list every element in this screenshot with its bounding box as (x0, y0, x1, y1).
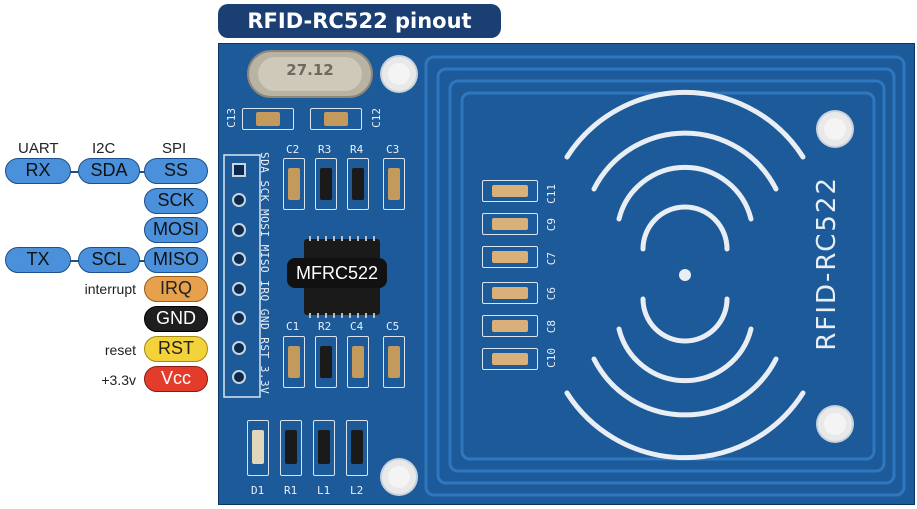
pin-scl: SCL (78, 247, 140, 273)
capacitor-icon (388, 168, 400, 200)
silk-c4: C4 (350, 320, 364, 333)
capacitor-icon (288, 168, 300, 200)
connector-line (70, 171, 80, 173)
led-icon (252, 430, 264, 464)
silk-c1: C1 (286, 320, 300, 333)
silk-sck: SCK (258, 180, 271, 202)
silk-r2: R2 (318, 320, 332, 333)
silk-3v3: 3.3V (258, 365, 271, 395)
crystal-label: 27.12 (286, 61, 334, 79)
pin-irq: IRQ (144, 276, 208, 302)
capacitor-icon (492, 353, 528, 365)
mounting-hole (818, 112, 852, 146)
silk-d1: D1 (251, 484, 265, 497)
silk-r3: R3 (318, 143, 332, 156)
vcc-voltage-label: +3.3v (101, 372, 136, 388)
component-c3 (383, 158, 405, 210)
inductor-icon (318, 430, 330, 464)
capacitor-icon (492, 218, 528, 230)
silk-c8: C8 (545, 320, 558, 334)
component-c1 (283, 336, 305, 388)
silk-mosi: MOSI (258, 209, 271, 238)
component-d1 (247, 420, 269, 476)
silk-c13: C13 (225, 108, 238, 128)
component-c9 (482, 213, 538, 235)
pin-miso: MISO (144, 247, 208, 273)
component-c5 (383, 336, 405, 388)
crystal-cap-c12 (310, 108, 362, 130)
silk-c3: C3 (386, 143, 400, 156)
pin-rst: RST (144, 336, 208, 362)
component-c4 (347, 336, 369, 388)
silk-gnd: GND (258, 308, 271, 331)
pin-ss: SS (144, 158, 208, 184)
silk-r1: R1 (284, 484, 298, 497)
interrupt-label: interrupt (84, 281, 136, 297)
mounting-hole (818, 407, 852, 441)
resistor-icon (320, 168, 332, 200)
component-r4 (347, 158, 369, 210)
resistor-icon (352, 168, 364, 200)
spi-column-header: SPI (162, 140, 187, 157)
silk-l2: L2 (350, 484, 364, 497)
pin-sda: SDA (78, 158, 140, 184)
pin-tx: TX (5, 247, 71, 273)
header-silk-labels: SDA SCK MOSI MISO IRQ GND RST 3.3V (258, 152, 271, 394)
connector-line (138, 260, 146, 262)
i2c-column-header: I2C (92, 140, 116, 157)
silk-irq: IRQ (258, 280, 271, 302)
silk-c12: C12 (370, 108, 383, 128)
capacitor-icon (388, 346, 400, 378)
pin-gnd: GND (144, 306, 208, 332)
uart-column-header: UART (18, 140, 59, 157)
capacitor-icon (492, 251, 528, 263)
pin-rx: RX (5, 158, 71, 184)
component-c10 (482, 348, 538, 370)
silk-sda: SDA (258, 152, 271, 174)
component-r3 (315, 158, 337, 210)
mounting-hole (382, 57, 416, 91)
component-c6 (482, 282, 538, 304)
resistor-icon (285, 430, 297, 464)
silk-c6: C6 (545, 287, 558, 301)
silk-c5: C5 (386, 320, 400, 333)
mounting-hole (382, 460, 416, 494)
board-name-silk: RFID-RC522 (812, 176, 842, 351)
silk-c7: C7 (545, 252, 558, 266)
silk-c9: C9 (545, 218, 558, 232)
silk-c2: C2 (286, 143, 300, 156)
component-c7 (482, 246, 538, 268)
inductor-icon (351, 430, 363, 464)
component-l2 (346, 420, 368, 476)
capacitor-icon (352, 346, 364, 378)
component-r2 (315, 336, 337, 388)
chip-label-mfrc522: MFRC522 (287, 258, 387, 288)
capacitor-icon (492, 287, 528, 299)
component-c8 (482, 315, 538, 337)
capacitor-icon (256, 112, 280, 126)
component-r1 (280, 420, 302, 476)
page-title: RFID-RC522 pinout (218, 4, 501, 38)
resistor-icon (320, 346, 332, 378)
silk-rst: RST (258, 337, 271, 359)
silk-l1: L1 (317, 484, 331, 497)
pin-sck: SCK (144, 188, 208, 214)
component-c11 (482, 180, 538, 202)
silk-c11: C11 (545, 184, 558, 204)
capacitor-icon (324, 112, 348, 126)
connector-line (70, 260, 80, 262)
component-l1 (313, 420, 335, 476)
crystal-cap-c13 (242, 108, 294, 130)
pin-mosi: MOSI (144, 217, 208, 243)
capacitor-icon (288, 346, 300, 378)
reset-label: reset (104, 342, 136, 358)
silk-r4: R4 (350, 143, 364, 156)
silk-miso: MISO (258, 244, 271, 274)
capacitor-icon (492, 185, 528, 197)
connector-line (138, 171, 146, 173)
silk-c10: C10 (545, 348, 558, 368)
capacitor-icon (492, 320, 528, 332)
pin-vcc: Vcc (144, 366, 208, 392)
component-c2 (283, 158, 305, 210)
